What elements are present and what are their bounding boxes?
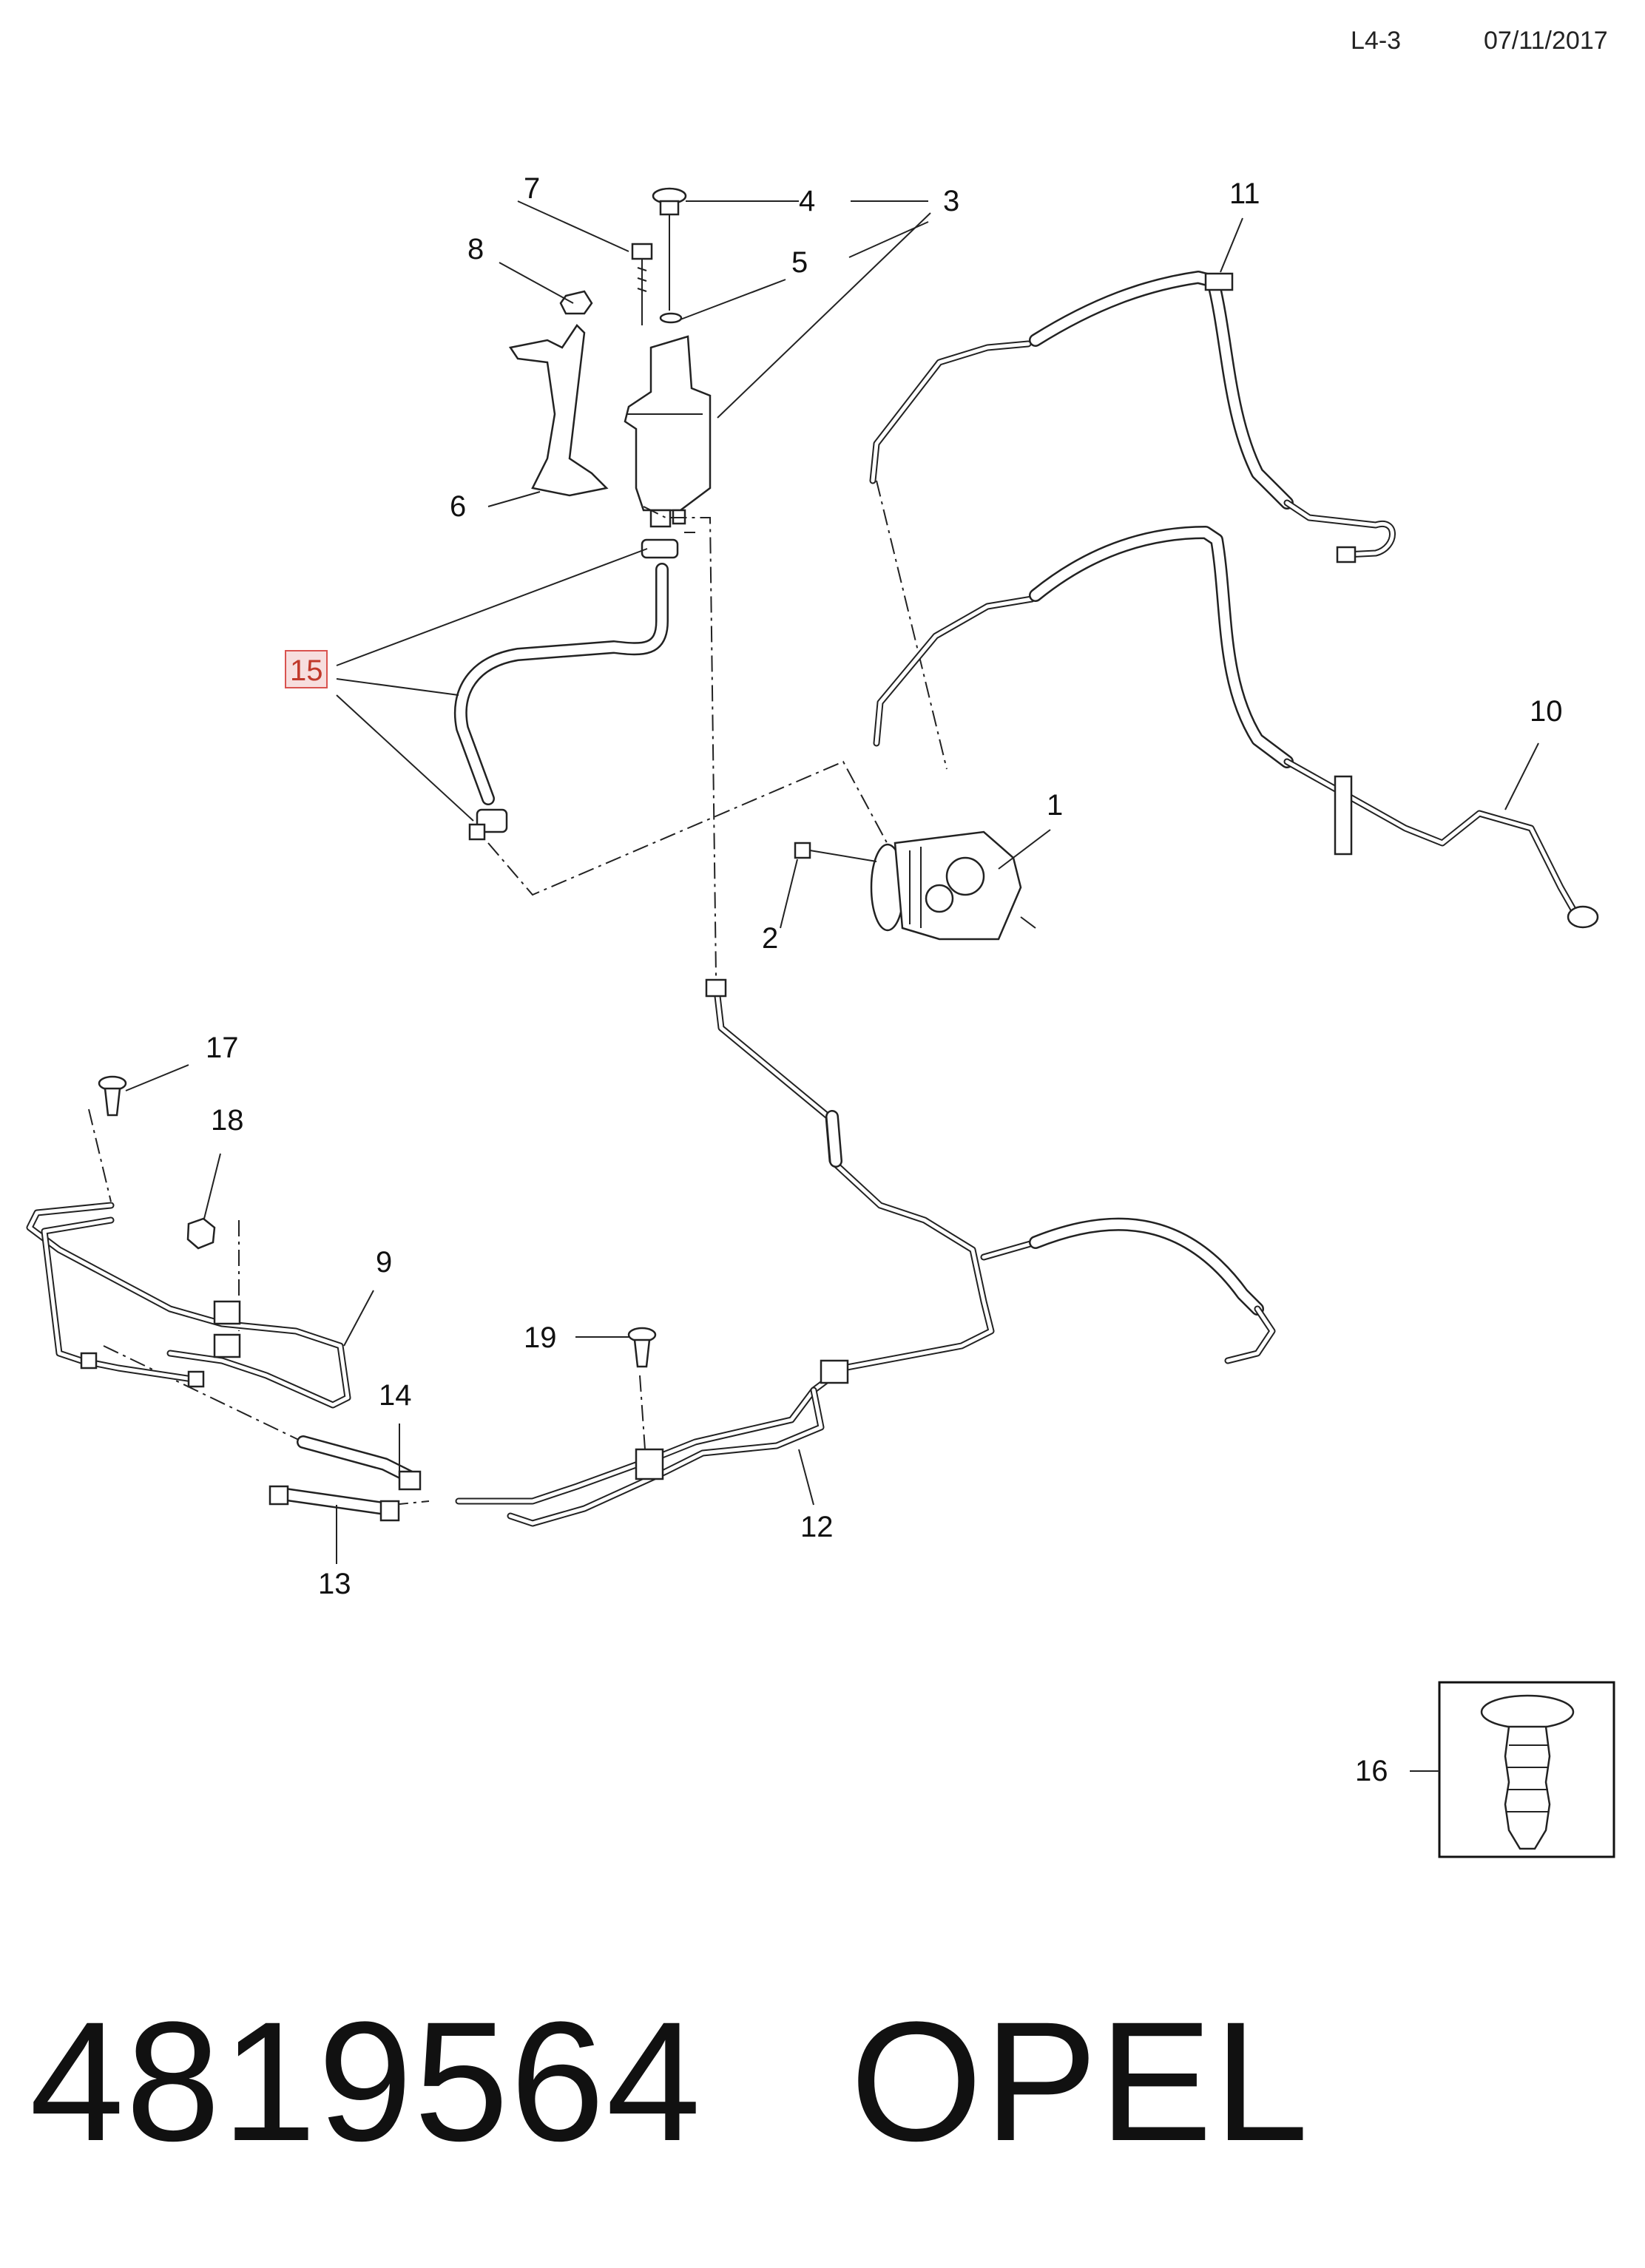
pump-bolt[interactable] bbox=[794, 842, 877, 862]
pressure-hose-upper[interactable] bbox=[869, 271, 1396, 563]
callout-8[interactable]: 8 bbox=[467, 233, 484, 265]
return-line[interactable] bbox=[455, 978, 1276, 1527]
nut-18[interactable] bbox=[186, 1217, 216, 1250]
callout-3[interactable]: 3 bbox=[943, 185, 959, 217]
callout-1[interactable]: 1 bbox=[1047, 789, 1063, 822]
bracket-nut[interactable] bbox=[559, 290, 593, 315]
cooler-hose-14[interactable] bbox=[297, 1435, 422, 1491]
reservoir-bolt[interactable] bbox=[631, 243, 653, 325]
part-number: 4819564 bbox=[30, 1986, 703, 2176]
pressure-hose-lower[interactable] bbox=[873, 526, 1599, 929]
reservoir-assembly bbox=[487, 187, 931, 528]
callout-13[interactable]: 13 bbox=[318, 1568, 351, 1600]
callout-6[interactable]: 6 bbox=[450, 490, 466, 523]
callout-19[interactable]: 19 bbox=[524, 1321, 557, 1354]
callout-5[interactable]: 5 bbox=[791, 246, 808, 279]
push-clip-17[interactable] bbox=[98, 1075, 127, 1117]
callout-4[interactable]: 4 bbox=[799, 185, 815, 217]
callout-16[interactable]: 16 bbox=[1355, 1755, 1388, 1787]
reservoir-cap[interactable] bbox=[652, 187, 687, 311]
brand-name: OPEL bbox=[850, 1986, 1311, 2176]
reservoir-seal[interactable] bbox=[659, 312, 683, 324]
reservoir-bracket[interactable] bbox=[508, 324, 609, 497]
callout-15-highlight[interactable]: 15 bbox=[285, 650, 328, 688]
callout-2[interactable]: 2 bbox=[762, 922, 778, 955]
cooler-hose-13[interactable] bbox=[268, 1485, 400, 1522]
callout-7[interactable]: 7 bbox=[524, 172, 540, 205]
callout-15[interactable]: 15 bbox=[290, 654, 323, 687]
callout-12[interactable]: 12 bbox=[800, 1511, 834, 1543]
parts-diagram: 1 2 3 4 5 6 7 8 9 10 11 12 13 14 15 16 1… bbox=[26, 172, 1615, 1858]
diagram-date: 07/11/2017 bbox=[1484, 27, 1608, 55]
callout-14[interactable]: 14 bbox=[379, 1379, 412, 1412]
diagram-page-code: L4-3 bbox=[1351, 27, 1402, 55]
power-steering-pump[interactable] bbox=[870, 830, 1036, 941]
reservoir-body[interactable] bbox=[624, 335, 712, 528]
oil-cooler[interactable] bbox=[26, 1202, 351, 1409]
suction-hose[interactable] bbox=[453, 538, 679, 841]
callout-18[interactable]: 18 bbox=[211, 1104, 244, 1137]
push-clip-16[interactable] bbox=[1480, 1694, 1575, 1850]
callout-10[interactable]: 10 bbox=[1530, 695, 1563, 728]
detail-box-16 bbox=[1438, 1681, 1615, 1858]
callout-17[interactable]: 17 bbox=[206, 1032, 239, 1064]
push-clip-19[interactable] bbox=[627, 1327, 657, 1368]
callout-15-leaders bbox=[336, 548, 648, 822]
callout-11[interactable]: 11 bbox=[1229, 177, 1260, 210]
callout-9[interactable]: 9 bbox=[376, 1246, 392, 1279]
